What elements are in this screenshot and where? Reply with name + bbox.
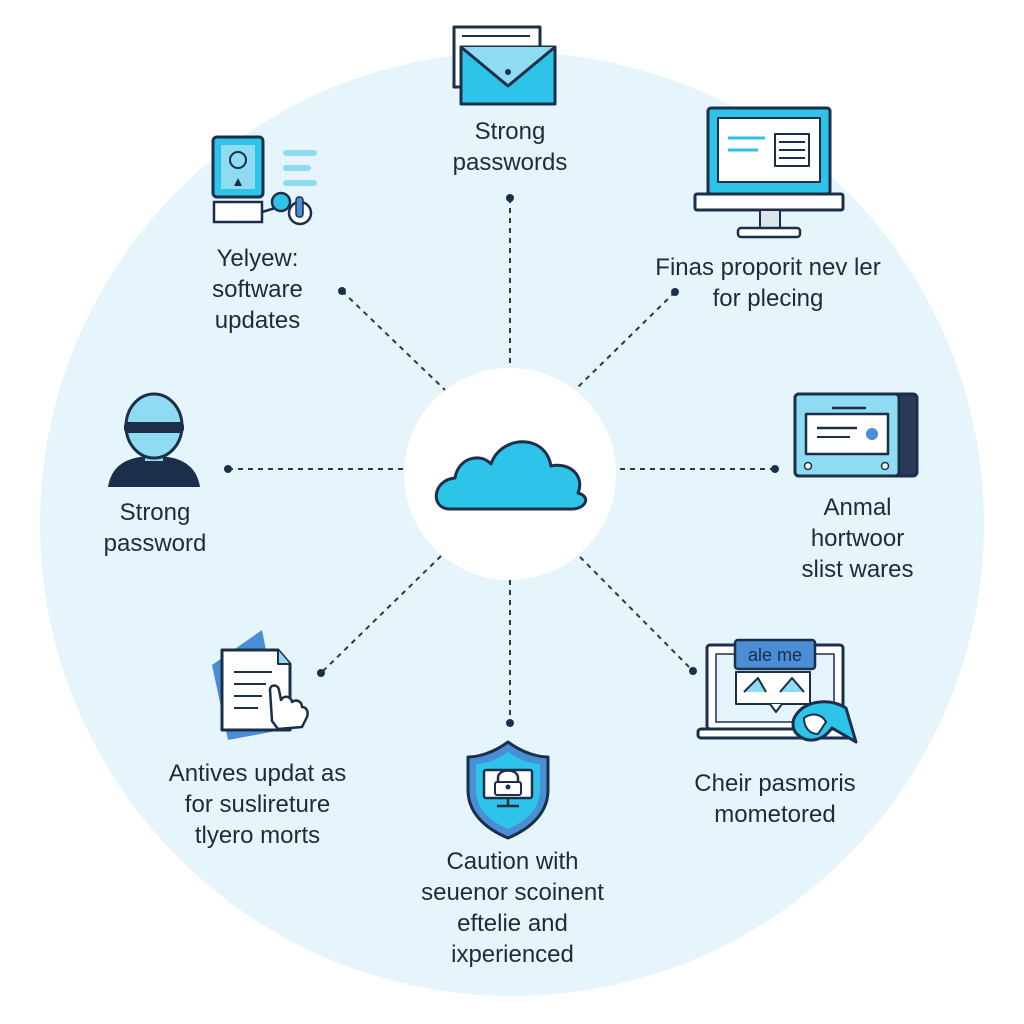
label-line: for suslireture: [184, 791, 331, 818]
label-line: Cheir pasmoris: [694, 770, 856, 797]
label-line: Anmal: [823, 494, 892, 521]
desktop-monitor-icon: [693, 106, 845, 239]
label-line: for plecing: [712, 285, 824, 312]
label-line: Strong: [474, 118, 546, 145]
connector-top-right: [576, 291, 676, 389]
endpoint-dot: [506, 719, 514, 727]
label-line: eftelie and: [457, 910, 568, 937]
endpoint-dot: [671, 288, 679, 296]
label-line: hortwoor: [810, 525, 905, 552]
envelope-icon: [452, 25, 557, 106]
chat-badge: [733, 638, 817, 671]
endpoint-dot: [338, 287, 346, 295]
label-line: ixperienced: [451, 941, 574, 968]
label-line: Caution with: [446, 848, 579, 875]
label-line: seuenor scoinent: [421, 879, 604, 906]
label-line: Yelyew:: [216, 245, 299, 272]
label-line: Strong: [119, 499, 191, 526]
endpoint-dot: [317, 669, 325, 677]
label-line: slist wares: [801, 556, 914, 583]
node-label-left: Strong password: [70, 497, 240, 559]
connector-bottom-left: [320, 555, 442, 674]
node-label-right: Anmal hortwoor slist wares: [770, 492, 945, 585]
screen-device-icon: [793, 392, 919, 478]
connector-top-left: [341, 290, 446, 391]
label-line: mometored: [714, 801, 836, 828]
label-line: updates: [214, 307, 301, 334]
node-label-bottom-right: Cheir pasmoris mometored: [665, 768, 885, 830]
connector-endpoints: [224, 194, 779, 727]
document-tap-icon: [212, 630, 309, 740]
shield-lock-icon: [466, 740, 550, 840]
node-label-top: Strong passwords: [390, 116, 630, 178]
label-line: Finas proporit nev ler: [655, 254, 881, 281]
cloud-icon: [434, 440, 588, 511]
endpoint-dot: [771, 465, 779, 473]
label-line: tlyero morts: [194, 822, 321, 849]
label-line: passwords: [452, 149, 568, 176]
endpoint-dot: [224, 465, 232, 473]
chat-badge-text: ale me: [748, 645, 802, 665]
endpoint-dot: [506, 194, 514, 202]
connectors: [228, 198, 775, 723]
label-line: Antives updat as: [168, 760, 347, 787]
node-label-top-left: Yelyew: software updates: [170, 243, 345, 336]
tablet-devices-icon: [211, 135, 317, 226]
endpoint-dot: [689, 667, 697, 675]
connector-bottom-right: [579, 556, 694, 672]
laptop-chat-icon: [696, 638, 858, 744]
label-line: software: [212, 276, 303, 303]
label-line: password: [103, 530, 207, 557]
node-label-bottom-left: Antives updat as for suslireture tlyero …: [140, 758, 375, 851]
hacker-sunglasses-icon: [108, 392, 200, 487]
node-label-top-right: Finas proporit nev ler for plecing: [618, 252, 918, 314]
node-label-bottom: Caution with seuenor scoinent eftelie an…: [395, 846, 630, 970]
